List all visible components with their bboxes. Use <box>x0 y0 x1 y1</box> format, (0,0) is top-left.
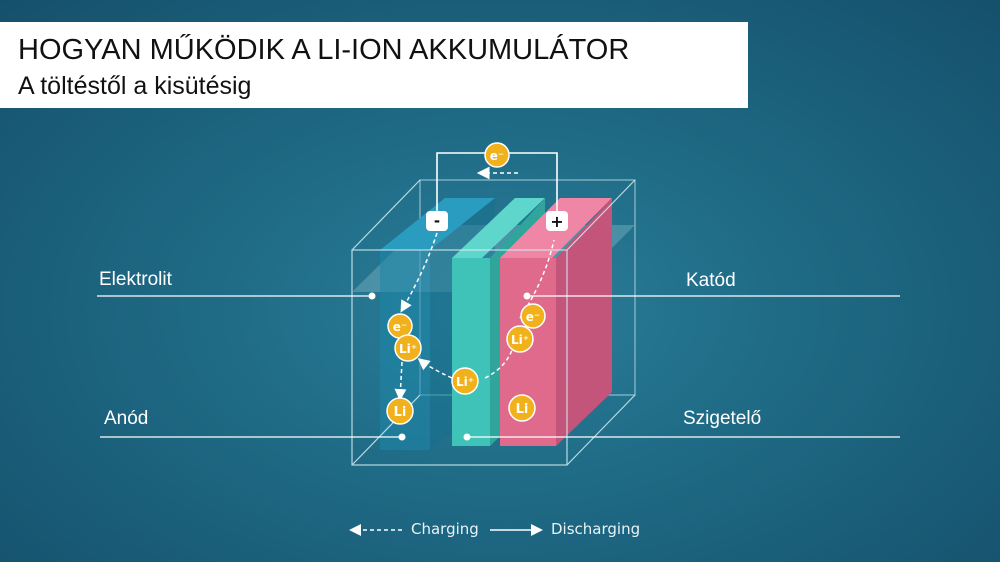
svg-text:-: - <box>434 212 440 230</box>
separator-dot <box>463 433 471 441</box>
svg-text:Li⁺: Li⁺ <box>511 333 529 347</box>
anode-label: Anód <box>104 408 149 429</box>
negative-terminal: - <box>426 211 448 231</box>
positive-terminal: + <box>546 211 568 231</box>
title-panel: HOGYAN MŰKÖDIK A LI-ION AKKUMULÁTOR A tö… <box>0 22 748 108</box>
svg-text:Li⁺: Li⁺ <box>399 342 417 356</box>
lithium-ion-badge-separator: Li⁺ <box>451 367 479 395</box>
separator-label: Szigetelő <box>683 408 762 429</box>
electron-badge-top: e⁻ <box>484 142 510 168</box>
page-subtitle: A töltéstől a kisütésig <box>18 72 252 100</box>
svg-text:e⁻: e⁻ <box>393 320 407 334</box>
svg-text:Li: Li <box>394 405 407 420</box>
svg-text:Li⁺: Li⁺ <box>456 375 474 389</box>
lithium-badge-cathode: Li <box>508 394 536 422</box>
lithium-badge-anode: Li <box>386 397 414 425</box>
svg-text:Li: Li <box>516 402 529 417</box>
svg-text:e⁻: e⁻ <box>490 149 504 163</box>
electrolyte-dot <box>368 292 376 300</box>
svg-text:e⁻: e⁻ <box>526 310 540 324</box>
lithium-ion-badge-cathode: Li⁺ <box>506 325 534 353</box>
svg-text:+: + <box>550 212 563 231</box>
electron-badge-cathode: e⁻ <box>520 303 546 329</box>
cathode-label: Katód <box>686 270 736 291</box>
cathode-dot <box>523 292 531 300</box>
lithium-ion-badge-anode: Li⁺ <box>394 334 422 362</box>
legend-charging-label: Charging <box>411 520 479 538</box>
electron-badge-anode: e⁻ <box>387 313 413 339</box>
anode-dot <box>398 433 406 441</box>
legend-discharging-label: Discharging <box>551 520 641 538</box>
electrolyte-label: Elektrolit <box>99 269 172 290</box>
page-title: HOGYAN MŰKÖDIK A LI-ION AKKUMULÁTOR <box>18 34 630 66</box>
